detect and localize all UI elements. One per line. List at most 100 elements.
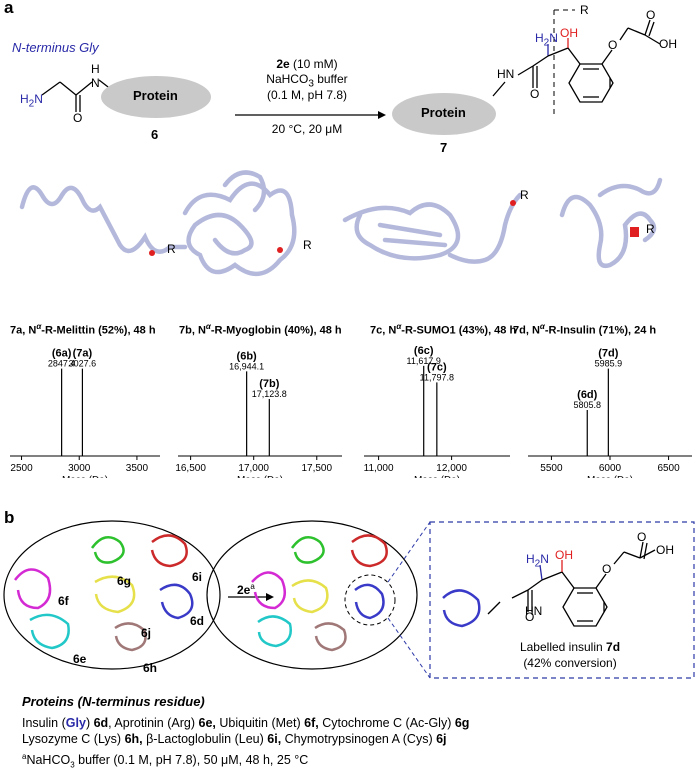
mixture-reagent: 2ea	[237, 582, 255, 597]
label-6f: 6f	[58, 594, 69, 608]
insulin-label-site	[630, 227, 639, 237]
compound-6-label: 6	[151, 127, 159, 142]
protein-label-right: Protein	[421, 105, 466, 120]
insulin-r-label: R	[646, 222, 655, 236]
inset-oh-label: OH	[555, 548, 573, 562]
gly-h-label: H	[91, 62, 100, 76]
spectrum-tick-label: 11,000	[364, 463, 394, 474]
panel-label-a: a	[4, 0, 14, 17]
spectrum-peak-id: (6a)	[52, 348, 72, 360]
spectrum-tick-label: 3500	[126, 463, 149, 474]
line1-segment: , Aprotinin (Arg)	[108, 716, 199, 730]
gly-n-label: N	[91, 76, 100, 90]
spectrum-peak-id: (6c)	[414, 345, 434, 357]
inset-hn-label: HN	[525, 604, 543, 618]
caption-7a: 7a, Nα-R-Melittin (52%), 48 h	[10, 322, 156, 337]
myoglobin-label-site	[277, 247, 283, 253]
spectrum-peak-label: 2847.4	[48, 359, 76, 369]
protein-ellipse-right	[392, 93, 496, 135]
myoglobin-r-label: R	[303, 238, 312, 252]
line1-segment: Cytochrome C (Ac-Gly)	[318, 716, 455, 730]
spectrum-peak-label: 17,123.8	[252, 389, 287, 399]
spectrum-tick-label: 16,500	[175, 463, 206, 474]
protein-structures	[19, 170, 663, 276]
gly-o-label: O	[73, 111, 83, 125]
protein-ellipse-left	[101, 76, 211, 118]
caption-7d: 7d, Nα-R-Insulin (71%), 24 h	[513, 322, 657, 337]
caption-7c: 7c, Nα-R-SUMO1 (43%), 48 h	[370, 322, 517, 337]
labelled-insulin-text: Labelled insulin 7d	[519, 640, 621, 654]
inset-acid-oh-label: OH	[656, 543, 674, 557]
spectrum-axis-title: Mass (Da)	[414, 475, 460, 478]
inset-structure	[487, 541, 656, 627]
spectrum-peak-label: 11,617.9	[407, 356, 441, 366]
insulin-ribbon	[559, 194, 657, 269]
inset-amine-label: H2N	[526, 552, 549, 570]
product-o-label: O	[530, 87, 540, 101]
line2-segment: β-Lactoglobulin (Leu)	[142, 732, 268, 746]
spectrum-peak-label: 11,797.8	[420, 372, 454, 382]
melittin-label-site	[149, 250, 155, 256]
temperature-line: 20 °C, 20 μM	[271, 122, 343, 136]
product-oh-label: OH	[560, 26, 578, 40]
inset-carbonyl-o-label: O	[637, 530, 647, 544]
label-6g: 6g	[117, 574, 132, 588]
spectrum-peak-label: 5985.9	[595, 359, 623, 369]
protein-mixture-circle	[3, 520, 221, 670]
reagent-line: 2e (10 mM)	[276, 57, 338, 71]
spectrum-peak-label: 16,944.1	[229, 361, 264, 371]
buffer-line: NaHCO3 buffer	[266, 72, 348, 90]
line1-segment: 6f,	[304, 716, 319, 730]
mass-spectra: 250030003500Mass (Da)(6a)2847.4(7a)3027.…	[10, 345, 692, 478]
sumo1-r-label: R	[520, 188, 529, 202]
product-carbonyl-o-label: O	[646, 8, 656, 22]
inset-box	[429, 521, 695, 679]
protein-label-left: Protein	[133, 88, 178, 103]
spectrum-tick-label: 5500	[540, 463, 563, 474]
line2-segment: Chymotrypsinogen A (Cys)	[281, 732, 437, 746]
spectrum-tick-label: 17,000	[238, 463, 269, 474]
line2-segment: 6h,	[124, 732, 143, 746]
line1-segment: 6d	[93, 716, 109, 730]
label-6h: 6h	[143, 661, 158, 675]
inset-o-label: O	[525, 610, 535, 624]
panel-label-b: b	[4, 508, 15, 527]
label-6d: 6d	[190, 614, 205, 628]
product-r-label: R	[580, 3, 589, 17]
line2-segment: 6i,	[267, 732, 282, 746]
line1-segment: Insulin (	[22, 716, 66, 730]
line1-segment: Ubiquitin (Met)	[215, 716, 305, 730]
line1-segment: 6g	[454, 716, 470, 730]
melittin-r-label: R	[167, 242, 176, 256]
spectrum-axis-title: Mass (Da)	[237, 475, 283, 478]
caption-7b: 7b, Nα-R-Myoglobin (40%), 48 h	[179, 322, 342, 337]
spectrum-peak-label: 3027.6	[69, 359, 97, 369]
spectrum-peak-id: (6b)	[237, 350, 258, 362]
spectrum-peak-label: 5805.8	[573, 400, 601, 410]
spectrum-peak-id: (7c)	[427, 361, 447, 373]
protein-list-line-1: Insulin (Gly) 6d, Aprotinin (Arg) 6e, Ub…	[22, 716, 469, 730]
spectrum-tick-label: 12,000	[436, 463, 467, 474]
line2-segment: 6j	[436, 732, 447, 746]
conditions-footnote: aNaHCO3 buffer (0.1 M, pH 7.8), 50 μM, 4…	[22, 752, 309, 770]
compound-7-label: 7	[440, 140, 448, 155]
label-6i: 6i	[192, 570, 203, 584]
spectrum-axis-title: Mass (Da)	[62, 475, 108, 478]
sumo1-ribbon	[342, 202, 461, 261]
gly-structure	[41, 79, 113, 112]
spectrum-peak-id: (7a)	[73, 348, 93, 360]
line1-segment: )	[85, 716, 94, 730]
buffer-condition-line: (0.1 M, pH 7.8)	[266, 88, 348, 102]
highlight-circle	[344, 574, 396, 626]
gly-amine-label: H2N	[20, 92, 43, 110]
line1-segment: 6e,	[198, 716, 216, 730]
spectrum-tick-label: 3000	[68, 463, 91, 474]
label-6e: 6e	[73, 652, 87, 666]
product-ether-o-label: O	[608, 38, 618, 52]
reaction-scheme	[41, 9, 661, 135]
conversion-text: (42% conversion)	[523, 656, 617, 670]
proteins-title: Proteins (N-terminus residue)	[22, 694, 205, 709]
protein-list-line-2: Lysozyme C (Lys) 6h, β-Lactoglobulin (Le…	[22, 732, 447, 746]
product-amine-label: H2N	[535, 31, 558, 49]
n-terminus-label: N-terminus Gly	[12, 40, 99, 55]
